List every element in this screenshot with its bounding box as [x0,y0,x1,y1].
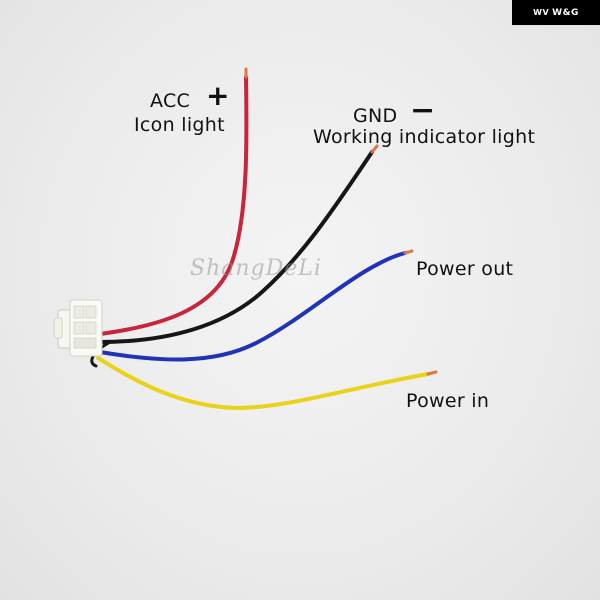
working-indicator-label: Working indicator light [313,126,536,148]
yellow-wire-tip [426,370,438,376]
connector-housing [53,299,103,357]
black-wire [98,150,374,344]
blue-wire-tip [403,249,414,255]
power-out-label: Power out [416,258,514,280]
acc-label: ACC [150,90,191,112]
logo-mark: WV [533,8,550,17]
plus-sign: + [206,79,230,112]
red-wire [98,75,249,336]
brand-logo: WV W&G [512,0,600,25]
icon-light-label: Icon light [134,114,225,136]
watermark-text: ShangDeLi [190,256,322,281]
black-wire-tip [370,144,379,154]
minus-sign: − [410,93,436,128]
yellow-wire [96,356,430,411]
power-in-label: Power in [406,390,490,412]
gnd-label: GND [353,105,398,127]
logo-text: W&G [552,7,579,18]
blue-wire [98,251,407,362]
